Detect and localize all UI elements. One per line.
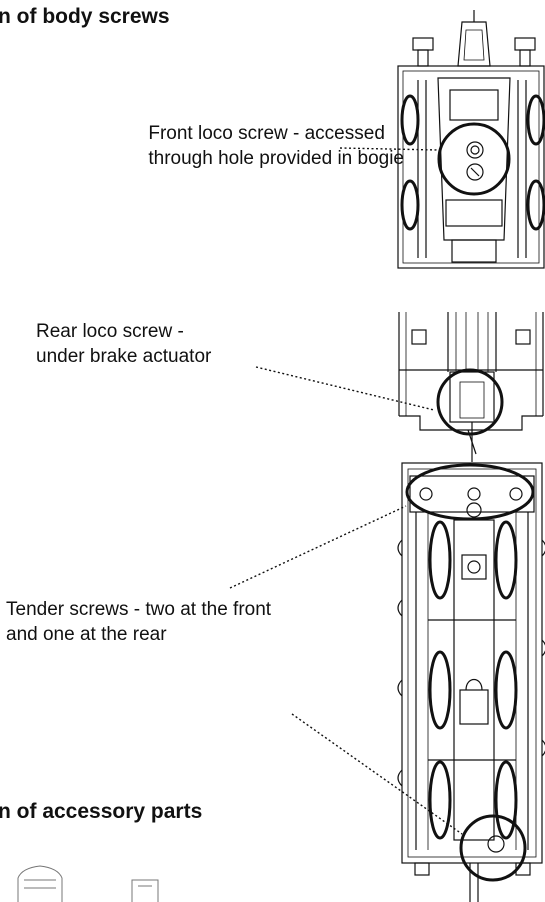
- accessory-parts-sketch: [17, 865, 159, 902]
- callout-tender-screws: Tender screws - two at the front and one…: [6, 597, 271, 647]
- section-heading-body-screws: n of body screws: [0, 5, 170, 28]
- callout-tender-line2: and one at the rear: [6, 624, 167, 645]
- loco-rear-drawing: [398, 312, 544, 462]
- callout-rear-loco-line2: under brake actuator: [36, 346, 212, 367]
- tender-drawing: [397, 462, 545, 902]
- callout-front-loco-line1: Front loco screw - accessed: [148, 123, 385, 144]
- section-heading-accessory-parts: n of accessory parts: [0, 800, 203, 823]
- callout-rear-loco-line1: Rear loco screw -: [36, 321, 184, 342]
- callout-rear-loco-screw: Rear loco screw - under brake actuator: [36, 319, 211, 369]
- callout-front-loco-line2: through hole provided in bogie: [148, 148, 404, 169]
- callout-tender-line1: Tender screws - two at the front: [6, 599, 272, 620]
- front-bogie-drawing: [397, 10, 545, 269]
- callout-front-loco-screw: Front loco screw - accessed through hole…: [148, 121, 404, 171]
